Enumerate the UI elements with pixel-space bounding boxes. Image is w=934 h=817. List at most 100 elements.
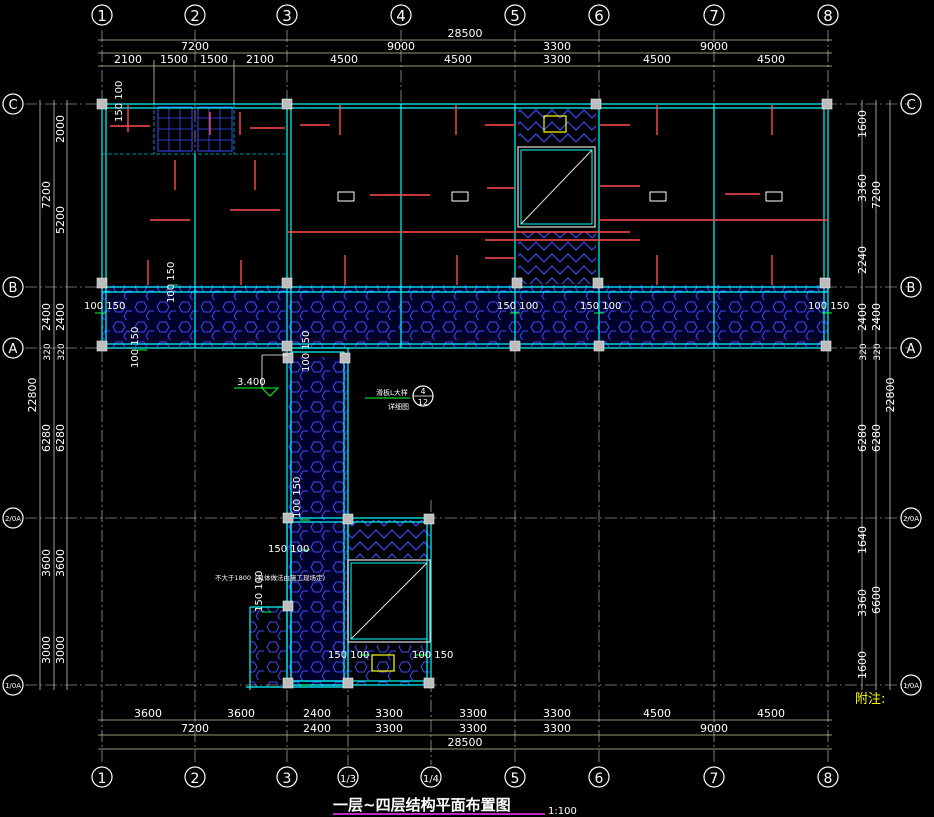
dim-major: 9000 bbox=[700, 722, 728, 735]
drawing-title: 一层~四层结构平面布置图 bbox=[333, 796, 511, 814]
grid-label-bottom: 5 bbox=[511, 771, 520, 787]
stair-boxes bbox=[337, 115, 783, 672]
dim-major: 7200 bbox=[181, 40, 209, 53]
grid-label-row: A bbox=[9, 342, 18, 357]
slab-label: 100 150 bbox=[301, 331, 312, 372]
callout-top: 4 bbox=[420, 387, 425, 396]
slab-hatch-areas bbox=[102, 106, 828, 687]
slab-labels: 150 100 100 150 100 150 100 150 150 100 … bbox=[84, 81, 849, 661]
elevation-label: 3.400 bbox=[237, 377, 266, 388]
grid-label-top: 7 bbox=[709, 7, 719, 25]
dim-left: 2400 bbox=[40, 303, 53, 331]
grid-label-bottom: 6 bbox=[595, 771, 604, 787]
dim-minor: 2100 bbox=[114, 53, 142, 66]
grid-label-row: C bbox=[906, 98, 915, 113]
dim-minor: 3600 bbox=[134, 707, 162, 720]
dim-total-bottom: 28500 bbox=[448, 736, 483, 749]
grid-label-bottom: 3 bbox=[283, 771, 292, 787]
axis-labels-top: 1 2 3 4 5 6 7 8 bbox=[97, 7, 833, 25]
dim-minor: 2100 bbox=[246, 53, 274, 66]
slab-label: 100 150 bbox=[412, 650, 453, 661]
slab-label: 100 150 bbox=[84, 301, 125, 312]
dim-minor: 3600 bbox=[227, 707, 255, 720]
grid-label-bottom: 1/3 bbox=[340, 774, 356, 785]
dim-right-total: 22800 bbox=[884, 378, 897, 413]
dim-minor: 1500 bbox=[160, 53, 188, 66]
dim-left: 320 bbox=[43, 343, 53, 360]
dim-major: 2400 bbox=[303, 722, 331, 735]
slab-label: 100 150 bbox=[808, 301, 849, 312]
grid-label-top: 8 bbox=[823, 7, 833, 25]
slab-label: 150 100 bbox=[328, 650, 369, 661]
dim-left: 5200 bbox=[54, 206, 67, 234]
dim-right: 320 bbox=[859, 343, 869, 360]
dim-minor: 3300 bbox=[459, 707, 487, 720]
grid-label-row: C bbox=[8, 98, 17, 113]
dim-right: 1600 bbox=[856, 110, 869, 138]
grid-label-top: 4 bbox=[396, 7, 406, 25]
dim-left: 2000 bbox=[54, 115, 67, 143]
grid-label-row: B bbox=[9, 281, 18, 296]
grid-label-top: 2 bbox=[190, 7, 200, 25]
dim-minor: 3300 bbox=[543, 707, 571, 720]
slab-label: 100 150 bbox=[166, 262, 177, 303]
dim-right: 3360 bbox=[856, 589, 869, 617]
annotations: 3.400 4 12 滑板L大样 详细图 不大于1800（具体做法由施工现场定） bbox=[215, 377, 428, 582]
grid-label-row: 2/0A bbox=[903, 515, 919, 523]
dim-minor: 4500 bbox=[643, 707, 671, 720]
dim-major: 9000 bbox=[700, 40, 728, 53]
small-note: 不大于1800（具体做法由施工现场定） bbox=[215, 573, 329, 582]
dim-left: 3600 bbox=[54, 549, 67, 577]
dim-left: 3600 bbox=[40, 549, 53, 577]
slab-label: 150 100 bbox=[254, 571, 265, 612]
dim-minor: 4500 bbox=[643, 53, 671, 66]
grid-label-top: 5 bbox=[510, 7, 520, 25]
dim-minor: 2400 bbox=[303, 707, 331, 720]
dim-right: 1600 bbox=[856, 651, 869, 679]
dimension-lines bbox=[39, 39, 891, 750]
grid-label-top: 3 bbox=[282, 7, 292, 25]
elevation-marker bbox=[234, 354, 434, 407]
beams-walls bbox=[101, 103, 829, 690]
dim-minor: 4500 bbox=[757, 707, 785, 720]
grid-label-row: 2/0A bbox=[5, 515, 21, 523]
grid-label-bottom: 1/4 bbox=[423, 774, 439, 785]
axis-labels-bottom: 1 2 3 1/3 1/4 5 6 7 8 bbox=[98, 771, 833, 787]
slab-label: 150 100 bbox=[497, 301, 538, 312]
dim-right: 6280 bbox=[870, 424, 883, 452]
dim-major: 9000 bbox=[387, 40, 415, 53]
dim-right: 320 bbox=[873, 343, 883, 360]
dim-right: 1640 bbox=[856, 526, 869, 554]
dim-right: 2400 bbox=[870, 303, 883, 331]
note-label: 附注: bbox=[855, 692, 885, 707]
dim-left: 3000 bbox=[40, 636, 53, 664]
dim-left: 7200 bbox=[40, 181, 53, 209]
dim-major: 3300 bbox=[375, 722, 403, 735]
axis-bubbles bbox=[2, 4, 922, 788]
columns bbox=[96, 98, 833, 689]
slab-label: 100 150 bbox=[292, 477, 303, 518]
grid-label-bottom: 8 bbox=[824, 771, 833, 787]
grid-label-row: A bbox=[907, 342, 916, 357]
dim-major: 3300 bbox=[459, 722, 487, 735]
grid-label-row: B bbox=[907, 281, 916, 296]
dim-major: 7200 bbox=[181, 722, 209, 735]
dims-bottom: 3600 3600 2400 3300 3300 3300 4500 4500 … bbox=[134, 707, 785, 749]
detail-text-2: 详细图 bbox=[388, 402, 409, 411]
grid-label-top: 6 bbox=[594, 7, 604, 25]
dim-left: 320 bbox=[57, 343, 67, 360]
dim-minor: 1500 bbox=[200, 53, 228, 66]
dim-minor: 4500 bbox=[444, 53, 472, 66]
slab-label: 100 150 bbox=[130, 327, 141, 368]
grid-label-row: 1/0A bbox=[903, 682, 919, 690]
grid-label-top: 1 bbox=[97, 7, 107, 25]
dims-left: 2000 5200 2400 320 6280 3600 3000 7200 2… bbox=[26, 115, 67, 664]
grid-label-bottom: 2 bbox=[191, 771, 200, 787]
grid-label-bottom: 7 bbox=[710, 771, 719, 787]
callout-bottom: 12 bbox=[418, 398, 428, 407]
dim-minor: 3300 bbox=[543, 53, 571, 66]
dim-right: 6600 bbox=[870, 586, 883, 614]
grid-label-bottom: 1 bbox=[98, 771, 107, 787]
detail-text-1: 滑板L大样 bbox=[376, 388, 408, 397]
dim-major: 3300 bbox=[543, 40, 571, 53]
